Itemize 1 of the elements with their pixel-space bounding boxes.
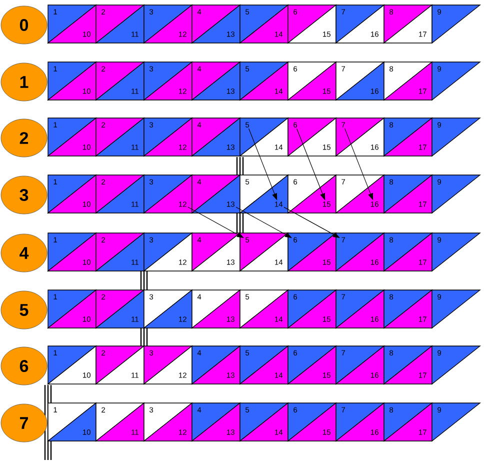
arrow (284, 206, 340, 238)
